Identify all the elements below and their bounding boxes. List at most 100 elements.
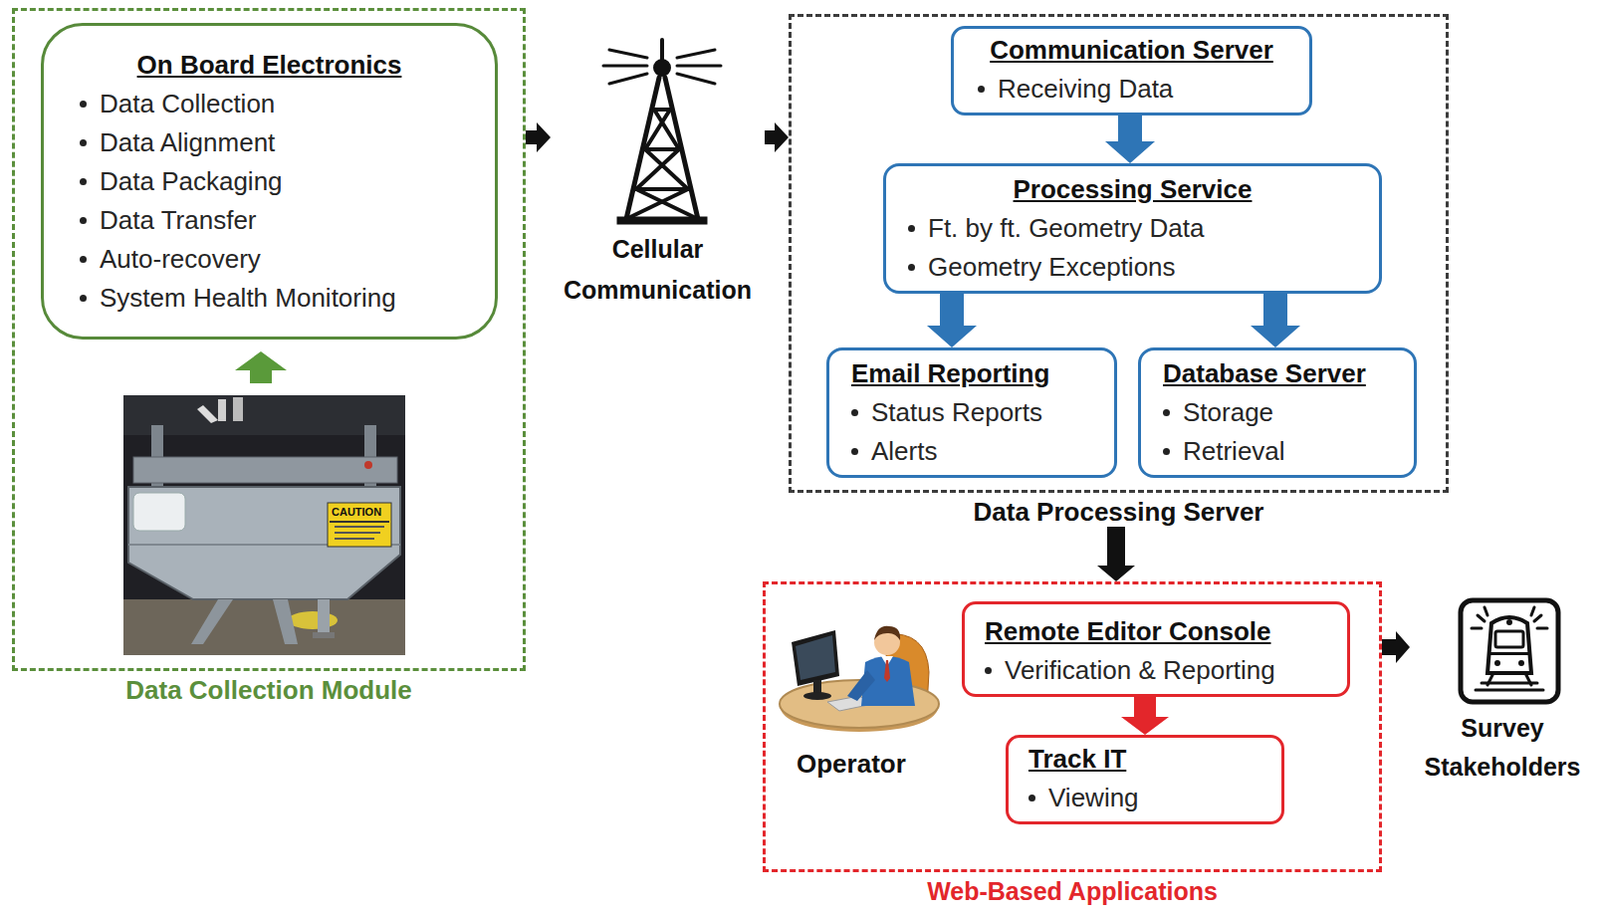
- bullet-text: Geometry Exceptions: [927, 247, 1176, 287]
- bullet-text: Data Transfer: [99, 201, 257, 240]
- bullet-dot: [1162, 448, 1170, 456]
- cell-tower-icon-part: [677, 73, 715, 84]
- bullet-dot: [79, 294, 87, 302]
- train-icon-part-part: [1484, 607, 1488, 616]
- train-icon-part-part: [1477, 615, 1485, 622]
- train-icon-part: [1471, 607, 1548, 690]
- icon-label: Operator: [796, 748, 907, 780]
- bullet-item: Receiving Data: [977, 69, 1286, 109]
- bullet-dot: [984, 667, 992, 675]
- cell-tower-icon-part: [636, 189, 698, 220]
- region-label: Data Processing Server: [788, 496, 1449, 527]
- bullet-dot: [1162, 409, 1170, 417]
- equipment-photo-part: [128, 486, 401, 600]
- block-arrow: [926, 293, 977, 348]
- bullet-item: Auto-recovery: [79, 239, 459, 279]
- equipment-photo-part: [272, 599, 298, 645]
- operator-icon: [779, 626, 939, 732]
- equipment-photo-part: [287, 611, 338, 630]
- sign-text: CAUTION: [331, 505, 382, 518]
- process-box: On Board ElectronicsData CollectionData …: [40, 22, 498, 340]
- stakeholder-node: Survey Stakeholders: [1409, 597, 1596, 787]
- bullet-dot: [851, 448, 859, 456]
- equipment-photo-part: [334, 531, 381, 534]
- equipment-photo-part: [334, 537, 375, 540]
- bullet-dot: [1028, 794, 1036, 802]
- bullet-text: Auto-recovery: [99, 239, 261, 279]
- equipment-photo-part: [329, 520, 390, 523]
- region-label: Web-Based Applications: [762, 876, 1382, 907]
- region-label: Data Collection Module: [11, 675, 526, 705]
- equipment-photo: [123, 395, 406, 656]
- process-box: Database ServerStorageRetrieval: [1138, 347, 1417, 478]
- box-heading: Remote Editor Console: [984, 612, 1328, 652]
- cell-tower-icon-part: [603, 64, 648, 68]
- equipment-photo-part: [123, 599, 406, 656]
- process-box: Communication ServerReceiving Data: [950, 25, 1313, 116]
- train-icon-part-part: [1471, 627, 1482, 631]
- box-heading: Communication Server: [977, 30, 1286, 70]
- bullet-text: Ft. by ft. Geometry Data: [927, 209, 1204, 248]
- cell-tower-icon-part: [609, 49, 648, 58]
- bullet-text: Receiving Data: [997, 69, 1173, 109]
- bullet-item: Data Collection: [79, 84, 459, 124]
- bullet-dot: [908, 263, 915, 271]
- bullet-text: Data Collection: [99, 84, 275, 124]
- up-arrow: [234, 351, 287, 384]
- bullet-text: Viewing: [1048, 778, 1140, 818]
- train-icon-part-part: [1481, 682, 1538, 686]
- train-icon-part-part: [1534, 615, 1542, 622]
- block-arrow: [764, 122, 789, 153]
- bullet-item: Geometry Exceptions: [908, 247, 1358, 287]
- bullet-dot: [79, 217, 87, 225]
- bullet-item: Data Transfer: [79, 201, 459, 240]
- operator-icon-part: [874, 626, 901, 641]
- bullet-dot: [977, 85, 985, 93]
- bullet-item: Data Packaging: [79, 162, 459, 202]
- box-heading: On Board Electronics: [79, 45, 459, 85]
- tower-node: Cellular Communication: [550, 39, 765, 311]
- icon-label: Cellular Communication: [550, 228, 765, 311]
- bullet-item: Alerts: [851, 432, 1093, 471]
- equipment-photo-part: [312, 632, 335, 639]
- bullet-text: System Health Monitoring: [99, 278, 397, 318]
- equipment-photo-part: [133, 492, 186, 531]
- bullet-dot: [79, 178, 87, 186]
- train-icon: [1460, 600, 1559, 702]
- train-icon-part: [1518, 660, 1525, 667]
- process-box: Remote Editor ConsoleVerification & Repo…: [961, 601, 1351, 697]
- bullet-text: Retrieval: [1182, 432, 1286, 471]
- train-icon-part: [1506, 619, 1513, 626]
- equipment-photo-part: [327, 502, 392, 547]
- bullet-item: Data Alignment: [79, 123, 459, 163]
- equipment-photo-part: [364, 460, 373, 469]
- block-arrow: [1105, 115, 1155, 164]
- train-icon-part-part: [1475, 688, 1544, 692]
- equipment-photo-part: [232, 397, 243, 422]
- cell-tower-icon: [603, 39, 721, 225]
- operator-icon-part: [803, 691, 832, 700]
- bullet-dot: [908, 225, 915, 232]
- operator-icon-part: [813, 680, 822, 694]
- block-arrow: [1121, 696, 1169, 735]
- block-arrow: [1097, 526, 1136, 582]
- box-heading: Email Reporting: [851, 354, 1093, 394]
- box-heading: Track IT: [1028, 739, 1262, 779]
- bullet-dot: [79, 139, 87, 147]
- equipment-photo-part: [334, 525, 385, 528]
- train-icon-part-part: [1537, 627, 1548, 631]
- train-icon-part: [1487, 617, 1532, 674]
- bullet-text: Status Reports: [871, 393, 1043, 433]
- cell-tower-icon-part: [609, 73, 648, 84]
- cell-tower-icon-part: [636, 149, 680, 190]
- server-region: Data Processing Server Communication Serv…: [788, 13, 1449, 527]
- bullet-item: Verification & Reporting: [984, 651, 1328, 690]
- operator-icon-part: [791, 630, 840, 686]
- equipment-photo-part: [133, 457, 398, 483]
- bullet-text: Data Alignment: [99, 123, 275, 163]
- operator-icon-part: [847, 670, 876, 701]
- bullet-text: Storage: [1182, 393, 1274, 433]
- bullet-text: Verification & Reporting: [1004, 651, 1276, 690]
- web-region: Web-Based Applications Remote Editor Cons…: [762, 581, 1382, 907]
- cell-tower-icon-part: [677, 49, 715, 58]
